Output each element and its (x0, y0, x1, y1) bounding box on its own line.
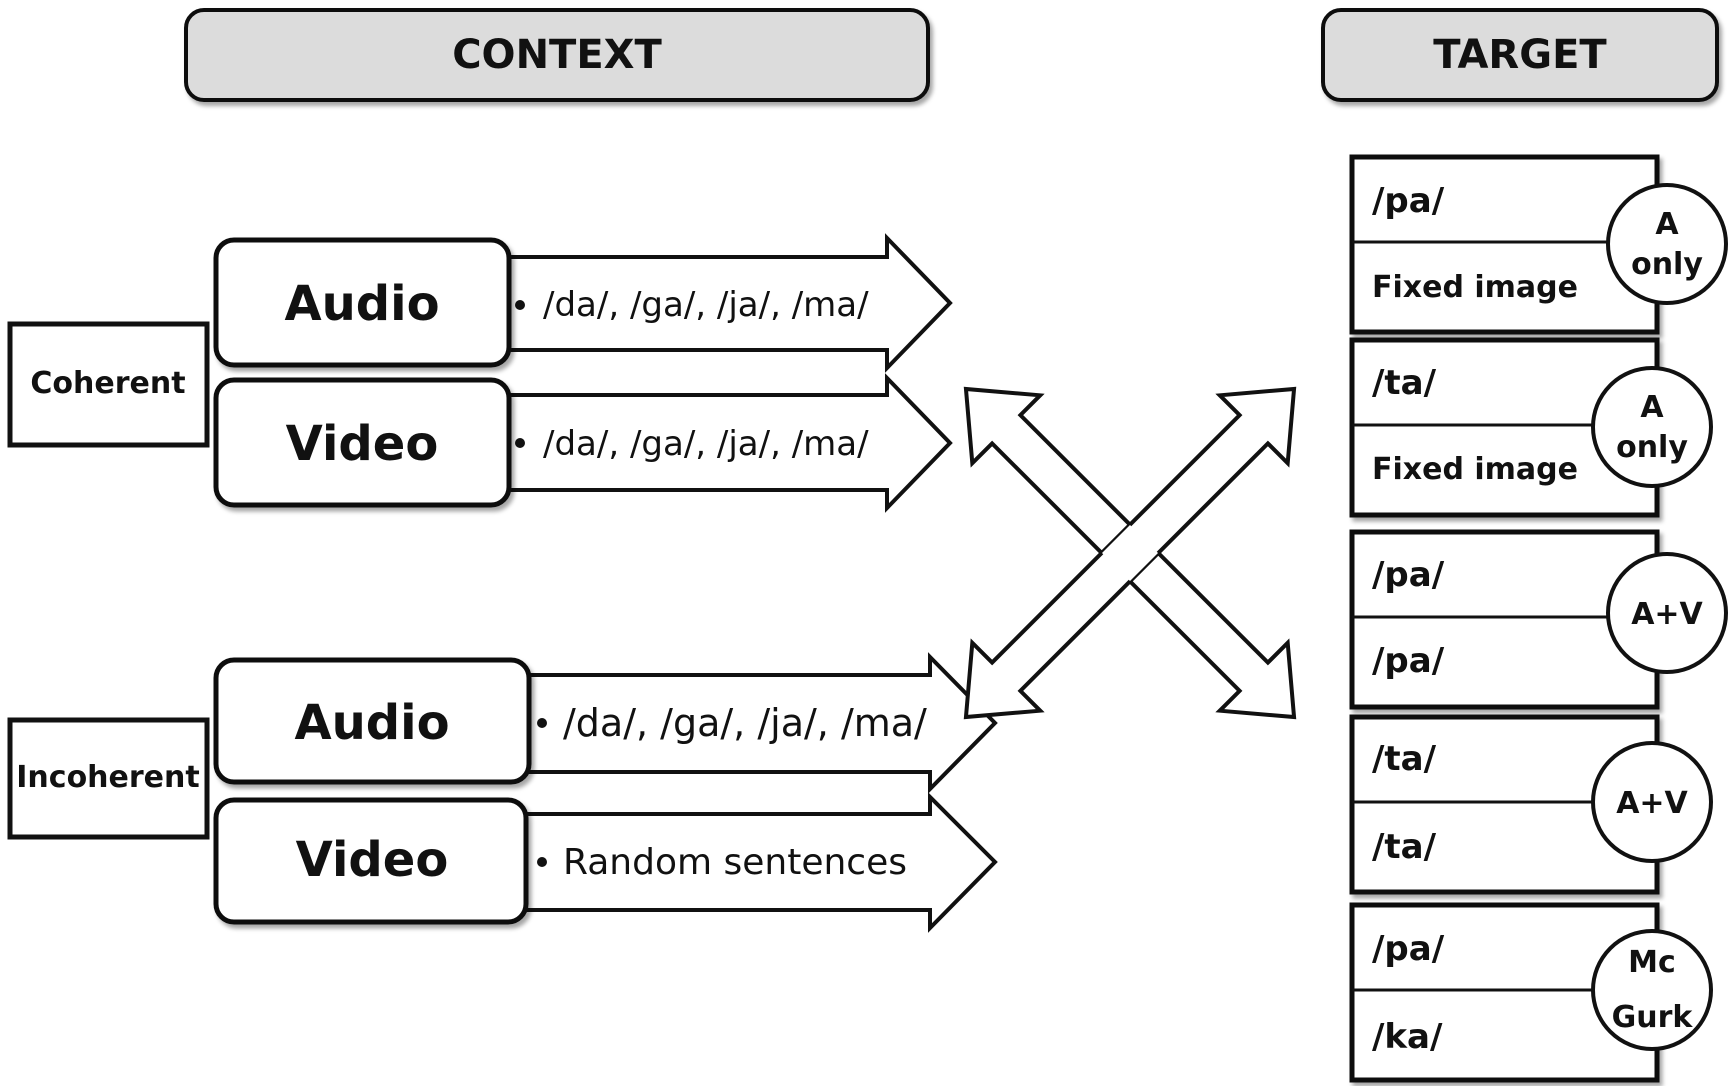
coherent-video-label: Video (286, 416, 439, 472)
target-audio-label: /ta/ (1372, 363, 1437, 403)
target-type-badge (1591, 366, 1713, 488)
incoherent-label-box: Incoherent (7, 717, 210, 840)
bullet-icon (515, 300, 525, 310)
target-type-badge (1591, 741, 1713, 863)
target-audio-label: /ta/ (1372, 739, 1437, 779)
target-audio-label: /pa/ (1372, 555, 1445, 595)
target-type-badge (1606, 552, 1728, 674)
coherent-label-box: Coherent (7, 321, 210, 448)
coherent-video-content: /da/, /ga/, /ja/, /ma/ (543, 424, 869, 464)
coherent-video-arrow: /da/, /ga/, /ja/, /ma/ (506, 373, 953, 513)
target-video-label: Fixed image (1372, 452, 1578, 487)
coherent-group: Coherent /da/, /ga/, /ja/, /ma/ Audio /d… (7, 233, 953, 513)
target-type-line: only (1616, 430, 1688, 465)
coherent-video-box: Video (213, 377, 512, 508)
incoherent-video-content: Random sentences (563, 842, 907, 883)
target-item: /pa/ Fixed image A only (1349, 154, 1728, 335)
context-header-label: CONTEXT (452, 32, 662, 78)
incoherent-video-label: Video (296, 832, 449, 888)
incoherent-audio-arrow: /da/, /ga/, /ja/, /ma/ (526, 652, 998, 794)
target-audio-label: /pa/ (1372, 929, 1445, 969)
coherent-audio-arrow: /da/, /ga/, /ja/, /ma/ (506, 233, 953, 373)
target-item: /pa/ /ka/ Mc Gurk (1349, 902, 1713, 1083)
coherent-audio-box: Audio (213, 237, 512, 368)
bullet-icon (537, 718, 547, 728)
incoherent-audio-box: Audio (213, 657, 532, 785)
target-type-line: Mc (1628, 945, 1676, 980)
target-type-line: Gurk (1612, 1000, 1694, 1035)
target-item: /ta/ Fixed image A only (1349, 337, 1713, 518)
target-type-line: A (1655, 207, 1679, 242)
target-video-label: /ta/ (1372, 827, 1437, 867)
target-type-badge (1591, 929, 1713, 1051)
coherent-label: Coherent (30, 366, 185, 401)
bullet-icon (515, 438, 525, 448)
target-audio-label: /pa/ (1372, 181, 1445, 221)
target-video-label: /ka/ (1372, 1017, 1443, 1057)
target-type-line: A+V (1616, 786, 1688, 821)
incoherent-group: Incoherent /da/, /ga/, /ja/, /ma/ Audio … (7, 652, 998, 933)
target-type-line: A (1640, 390, 1664, 425)
cross-arrows-icon (963, 386, 1297, 720)
target-video-label: /pa/ (1372, 641, 1445, 681)
target-type-line: only (1631, 247, 1703, 282)
incoherent-label: Incoherent (16, 760, 199, 795)
coherent-audio-content: /da/, /ga/, /ja/, /ma/ (543, 285, 869, 325)
target-header-label: TARGET (1433, 32, 1607, 78)
target-item: /ta/ /ta/ A+V (1349, 714, 1713, 895)
incoherent-video-arrow: Random sentences (523, 792, 998, 933)
coherent-audio-label: Audio (284, 276, 439, 332)
incoherent-audio-label: Audio (294, 695, 449, 751)
target-list: /pa/ Fixed image A only /ta/ Fixed image… (1349, 154, 1728, 1083)
incoherent-video-box: Video (213, 797, 529, 925)
incoherent-audio-content: /da/, /ga/, /ja/, /ma/ (563, 701, 927, 745)
target-video-label: Fixed image (1372, 270, 1578, 305)
bullet-icon (537, 857, 547, 867)
target-type-badge (1606, 183, 1728, 305)
target-header: TARGET (1321, 8, 1719, 102)
context-header: CONTEXT (184, 8, 930, 102)
target-type-line: A+V (1631, 597, 1703, 632)
target-item: /pa/ /pa/ A+V (1349, 529, 1728, 710)
